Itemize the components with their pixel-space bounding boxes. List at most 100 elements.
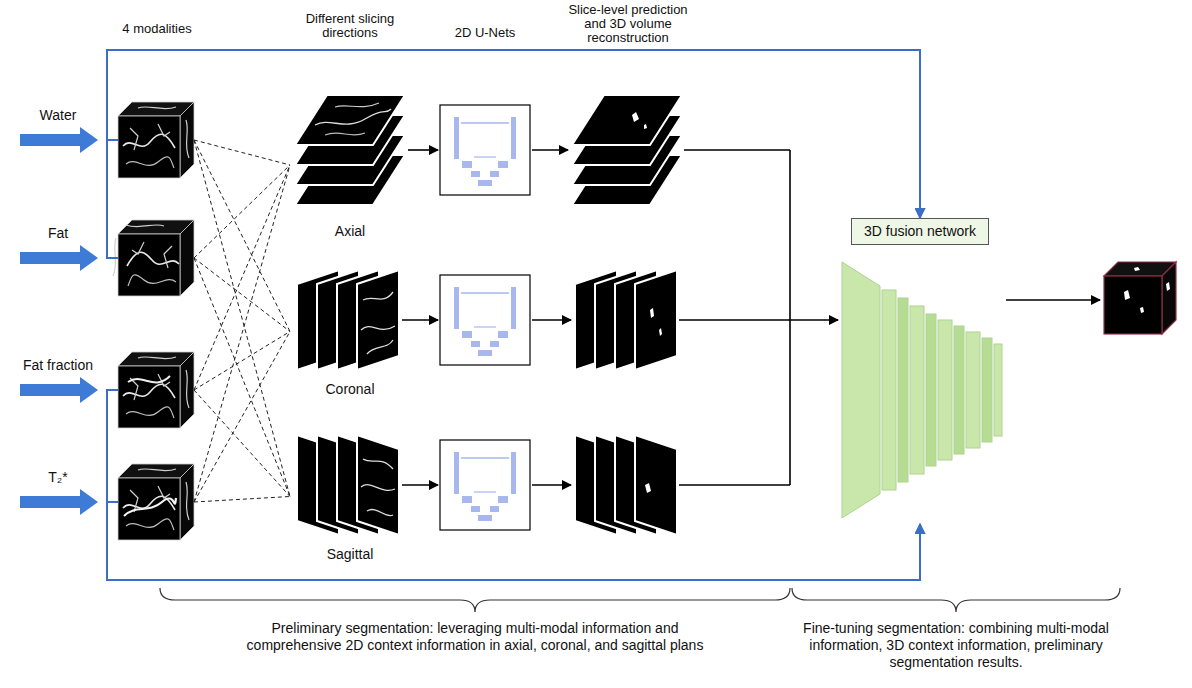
unet-icon bbox=[440, 105, 530, 195]
slicing-link bbox=[194, 258, 290, 332]
modality-cube bbox=[118, 352, 194, 428]
input-arrow bbox=[20, 245, 98, 271]
slice-stack: Coronal bbox=[290, 265, 410, 398]
illustration-part bbox=[128, 376, 170, 382]
flow-arrow bbox=[402, 484, 438, 486]
slicing-link bbox=[194, 165, 290, 502]
node-label: Sagittal bbox=[327, 546, 374, 563]
slicing-link bbox=[194, 497, 290, 503]
illustration-part bbox=[1104, 276, 1162, 334]
illustration-part bbox=[910, 306, 924, 474]
output-cube bbox=[1104, 262, 1176, 334]
brace bbox=[792, 588, 1120, 612]
illustration-part bbox=[113, 225, 179, 286]
node-label: Fat bbox=[48, 225, 68, 242]
input-arrow bbox=[20, 377, 98, 403]
modality-cube bbox=[113, 220, 194, 296]
node-label: Coronal bbox=[325, 381, 374, 398]
illustration-part bbox=[297, 270, 399, 370]
input-arrow bbox=[20, 489, 98, 515]
illustration-part bbox=[118, 464, 194, 540]
illustration-part bbox=[118, 220, 194, 296]
unet-icon bbox=[440, 275, 530, 365]
illustration-part bbox=[882, 290, 896, 490]
illustration-part bbox=[650, 308, 654, 318]
column-header: 2D U-Nets bbox=[435, 26, 535, 40]
illustration-part bbox=[297, 435, 399, 535]
illustration-part bbox=[926, 314, 936, 466]
illustration-part bbox=[361, 459, 395, 516]
stage-caption: Fine-tuning segmentation: combining mult… bbox=[786, 620, 1126, 671]
illustration-part bbox=[1134, 267, 1140, 271]
illustration-part bbox=[124, 498, 176, 516]
modality-link bbox=[107, 50, 920, 258]
illustration-part bbox=[1162, 262, 1176, 334]
sagittal-slices bbox=[297, 435, 399, 535]
illustration-part bbox=[575, 270, 677, 370]
prediction-slices bbox=[575, 270, 677, 370]
modality-link bbox=[107, 50, 920, 218]
modality-volume: Fat bbox=[118, 220, 194, 296]
slicing-link bbox=[194, 165, 290, 390]
modality-volume: Water bbox=[118, 102, 194, 178]
illustration-part bbox=[123, 357, 189, 418]
merge-line bbox=[679, 150, 790, 485]
slicing-link bbox=[194, 258, 290, 497]
illustration-part bbox=[966, 332, 980, 448]
slicing-link bbox=[194, 140, 290, 332]
illustration-part bbox=[1140, 307, 1144, 313]
illustration-part bbox=[644, 124, 647, 129]
slicing-link bbox=[194, 390, 290, 497]
illustration-part bbox=[982, 338, 992, 442]
column-header: Slice-level prediction and 3D volume rec… bbox=[558, 3, 698, 45]
illustration-part bbox=[898, 298, 908, 482]
node-label: T₂* bbox=[48, 469, 67, 486]
flow-arrow bbox=[790, 319, 838, 321]
flow-arrow bbox=[402, 319, 438, 321]
illustration-part bbox=[315, 109, 391, 125]
illustration-part bbox=[645, 483, 651, 493]
column-header: Different slicing directions bbox=[288, 12, 413, 40]
node-label: Fat fraction bbox=[23, 357, 93, 374]
illustration-part bbox=[575, 435, 677, 535]
stage-caption: Preliminary segmentation: leveraging mul… bbox=[240, 620, 710, 654]
modality-volume: T₂* bbox=[118, 464, 194, 540]
node-label: Water bbox=[40, 107, 77, 124]
brace bbox=[160, 588, 790, 612]
axial-slices bbox=[295, 95, 405, 205]
flow-arrow bbox=[1006, 299, 1100, 301]
flow-arrow bbox=[532, 149, 568, 151]
column-header: 4 modalities bbox=[102, 22, 212, 36]
coronal-slices bbox=[297, 270, 399, 370]
slicing-link bbox=[194, 332, 290, 503]
illustration-part bbox=[1166, 282, 1170, 291]
illustration-part bbox=[632, 112, 639, 122]
node-label: Axial bbox=[335, 223, 365, 240]
modality-volume: Fat fraction bbox=[118, 352, 194, 428]
prediction-slices bbox=[572, 95, 682, 205]
illustration-part bbox=[335, 103, 379, 107]
illustration-part bbox=[123, 107, 189, 168]
illustration-part bbox=[118, 352, 194, 428]
network-node: 3D fusion network bbox=[830, 218, 1010, 524]
illustration-part bbox=[994, 344, 1002, 436]
illustration-part bbox=[954, 326, 964, 454]
illustration-part bbox=[572, 95, 682, 205]
illustration-part bbox=[123, 469, 189, 530]
modality-link bbox=[107, 390, 920, 580]
flow-arrow bbox=[532, 484, 571, 486]
illustration-part bbox=[938, 320, 952, 460]
slice-stack: Sagittal bbox=[290, 430, 410, 563]
slicing-link bbox=[194, 332, 290, 391]
illustration-part bbox=[325, 133, 365, 135]
illustration-part bbox=[295, 95, 405, 205]
flow-arrow bbox=[408, 149, 438, 151]
unet-icon bbox=[440, 440, 530, 530]
modality-cube bbox=[118, 464, 194, 540]
slicing-link bbox=[194, 140, 290, 165]
illustration-part bbox=[118, 102, 194, 178]
illustration-part bbox=[361, 292, 395, 354]
